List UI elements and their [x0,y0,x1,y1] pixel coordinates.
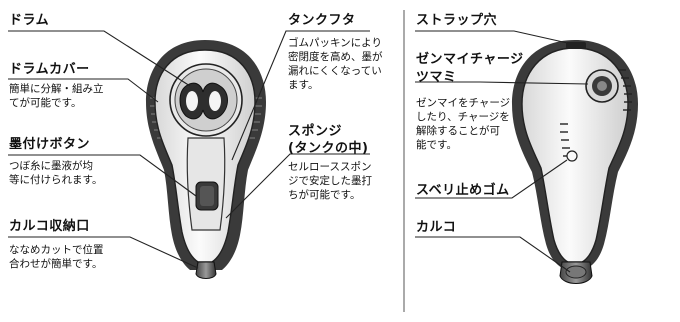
desc-sponge: セルローススポン ジで安定した墨打 ちが可能です。 [288,160,372,202]
label-tank-lid: タンクフタ [288,13,356,28]
desc-line: 漏れにくくなってい [288,65,382,77]
label-hook: カルコ [416,220,457,235]
label-sponge-sub: (タンクの中) [288,141,369,156]
desc-line: ゴムパッキンにより [288,37,382,49]
desc-line: セルローススポン [288,161,372,173]
desc-line: 等に付けられます。 [9,174,103,186]
desc-line: ちが可能です。 [288,189,361,201]
label-spring-knob: ゼンマイチャージ [416,52,524,67]
desc-line: つぼ糸に墨液が均 [9,160,93,172]
label-sponge: スポンジ [288,124,343,139]
desc-line: ます。 [288,79,319,91]
desc-line: ゼンマイをチャージ [416,97,511,109]
label-drum: ドラム [9,13,50,28]
label-hook-storage: カルコ収納口 [9,219,90,234]
leader-lines [8,30,589,273]
desc-spring-knob: ゼンマイをチャージ したり、チャージを 解除することが可 能です。 [416,96,510,152]
desc-line: ななめカットで位置 [9,244,104,256]
front-view-device [146,40,266,279]
desc-line: したり、チャージを [416,111,510,123]
label-marking-button: 墨付けボタン [9,137,91,152]
desc-line: 解除することが可 [416,125,500,137]
label-non-slip-rubber: スベリ止めゴム [416,183,510,198]
desc-line: てが可能です。 [9,97,82,109]
desc-drum-cover: 簡単に分解・組み立 てが可能です。 [9,82,104,110]
desc-line: 能です。 [416,139,457,151]
label-spring-knob-sub: ツマミ [416,70,457,85]
desc-marking-button: つぼ糸に墨液が均 等に付けられます。 [9,159,102,187]
desc-hook-storage: ななめカットで位置 合わせが簡単です。 [9,243,104,271]
back-view-device [512,40,638,284]
desc-line: 密閉度を高め、墨が [288,51,383,63]
label-strap-hole: ストラップ穴 [416,13,498,28]
desc-tank-lid: ゴムパッキンにより 密閉度を高め、墨が 漏れにくくなってい ます。 [288,36,383,92]
desc-line: 合わせが簡単です。 [9,258,103,270]
desc-line: ジで安定した墨打 [288,175,372,187]
desc-line: 簡単に分解・組み立 [9,83,104,95]
label-drum-cover: ドラムカバー [9,62,90,77]
